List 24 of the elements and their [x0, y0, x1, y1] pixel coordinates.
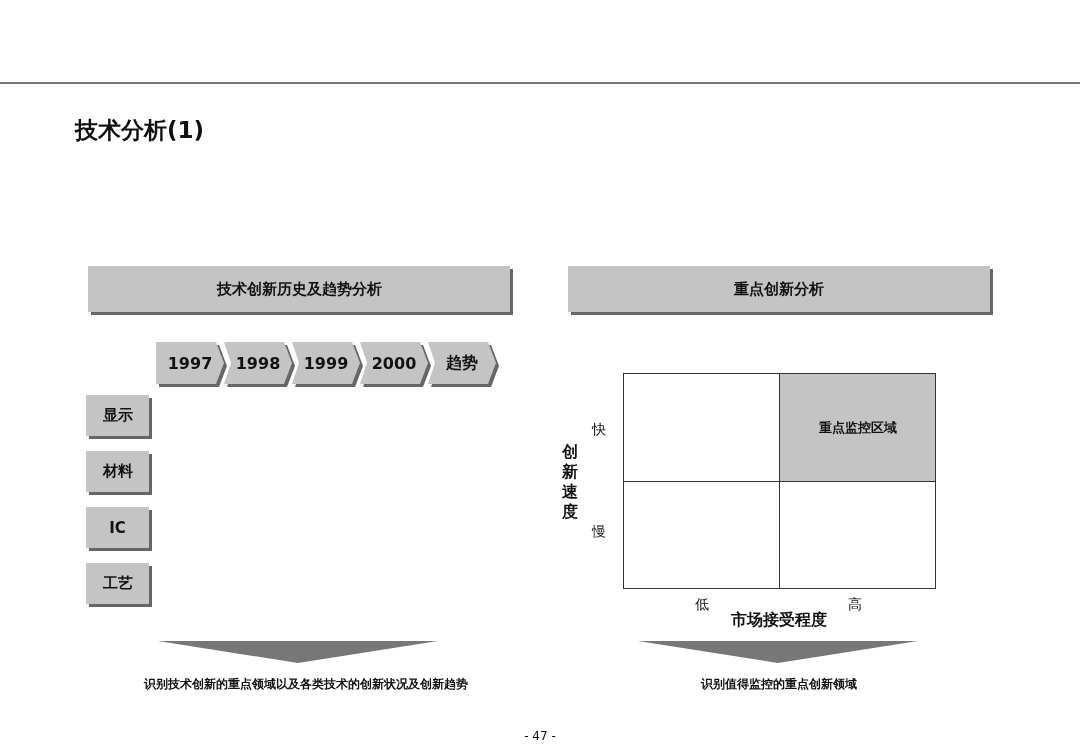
step-box: 1999: [292, 342, 360, 384]
step-box: 1997: [156, 342, 224, 384]
step-box: 趋势: [428, 342, 496, 384]
axis-tick-label: 快: [592, 421, 606, 439]
step-box: 1998: [224, 342, 292, 384]
matrix-cell: [623, 481, 780, 589]
conclusion-text: 识别值得监控的重点创新领域: [701, 675, 857, 693]
axis-tick-label: 慢: [592, 523, 606, 541]
axis-title: 市场接受程度: [731, 609, 827, 631]
axis-tick-label: 低: [695, 596, 709, 614]
category-box: IC: [86, 507, 149, 548]
section-header: 重点创新分析: [568, 266, 990, 312]
focus-cell: 重点监控区域: [779, 373, 936, 482]
category-box: 显示: [86, 395, 149, 436]
axis-tick-label: 高: [848, 596, 862, 614]
axis-title: 创新速度: [561, 442, 579, 522]
matrix-cell: [779, 481, 936, 589]
step-box: 2000: [360, 342, 428, 384]
page-title: 技术分析(1): [75, 116, 205, 145]
category-box: 工艺: [86, 563, 149, 604]
section-header: 技术创新历史及趋势分析: [88, 266, 510, 312]
category-box: 材料: [86, 451, 149, 492]
page-number: - 47 -: [524, 729, 556, 743]
conclusion-text: 识别技术创新的重点领域以及各类技术的创新状况及创新趋势: [144, 675, 468, 693]
